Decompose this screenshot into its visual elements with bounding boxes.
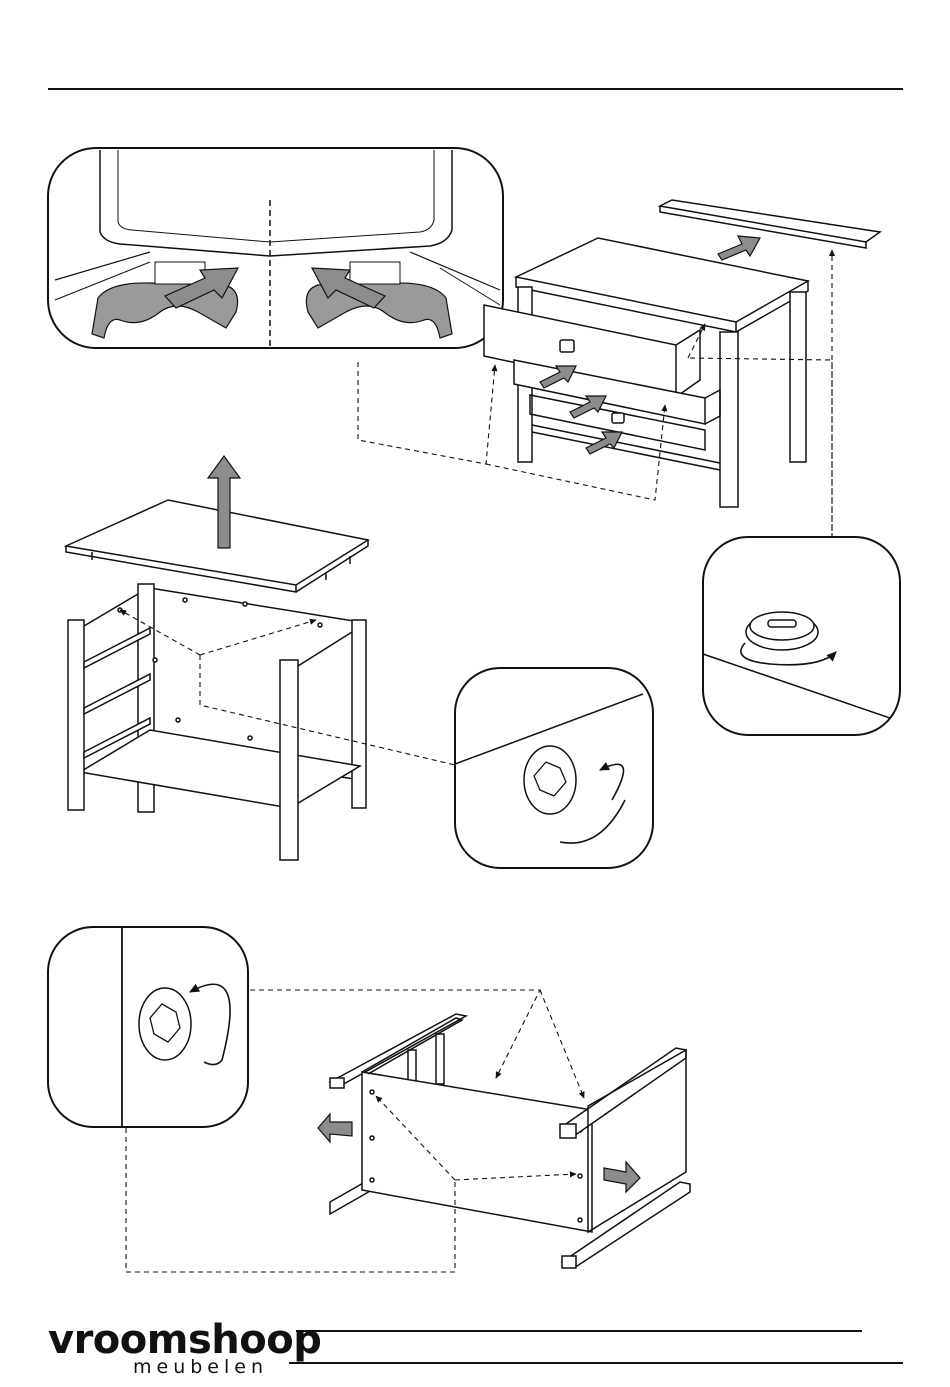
- carcass: [68, 584, 366, 860]
- detail-cam-carcass: [455, 668, 653, 868]
- top-panel-lifted: [66, 456, 368, 592]
- back-panel-assembly: [318, 1014, 690, 1268]
- brand-subtitle: meubelen: [133, 1356, 268, 1378]
- chest-of-drawers-view: [484, 200, 880, 507]
- pull-arrow-right: [604, 1162, 640, 1192]
- top-rail: [660, 200, 880, 242]
- detail-cam-back: [48, 927, 248, 1127]
- detail-cam-rail: [703, 537, 900, 735]
- pull-arrow-left: [318, 1114, 352, 1142]
- lift-arrow-rail: [718, 236, 760, 260]
- brand-logo: vroomshoop meubelen: [48, 1318, 288, 1380]
- detail-runner-levers: [48, 148, 503, 348]
